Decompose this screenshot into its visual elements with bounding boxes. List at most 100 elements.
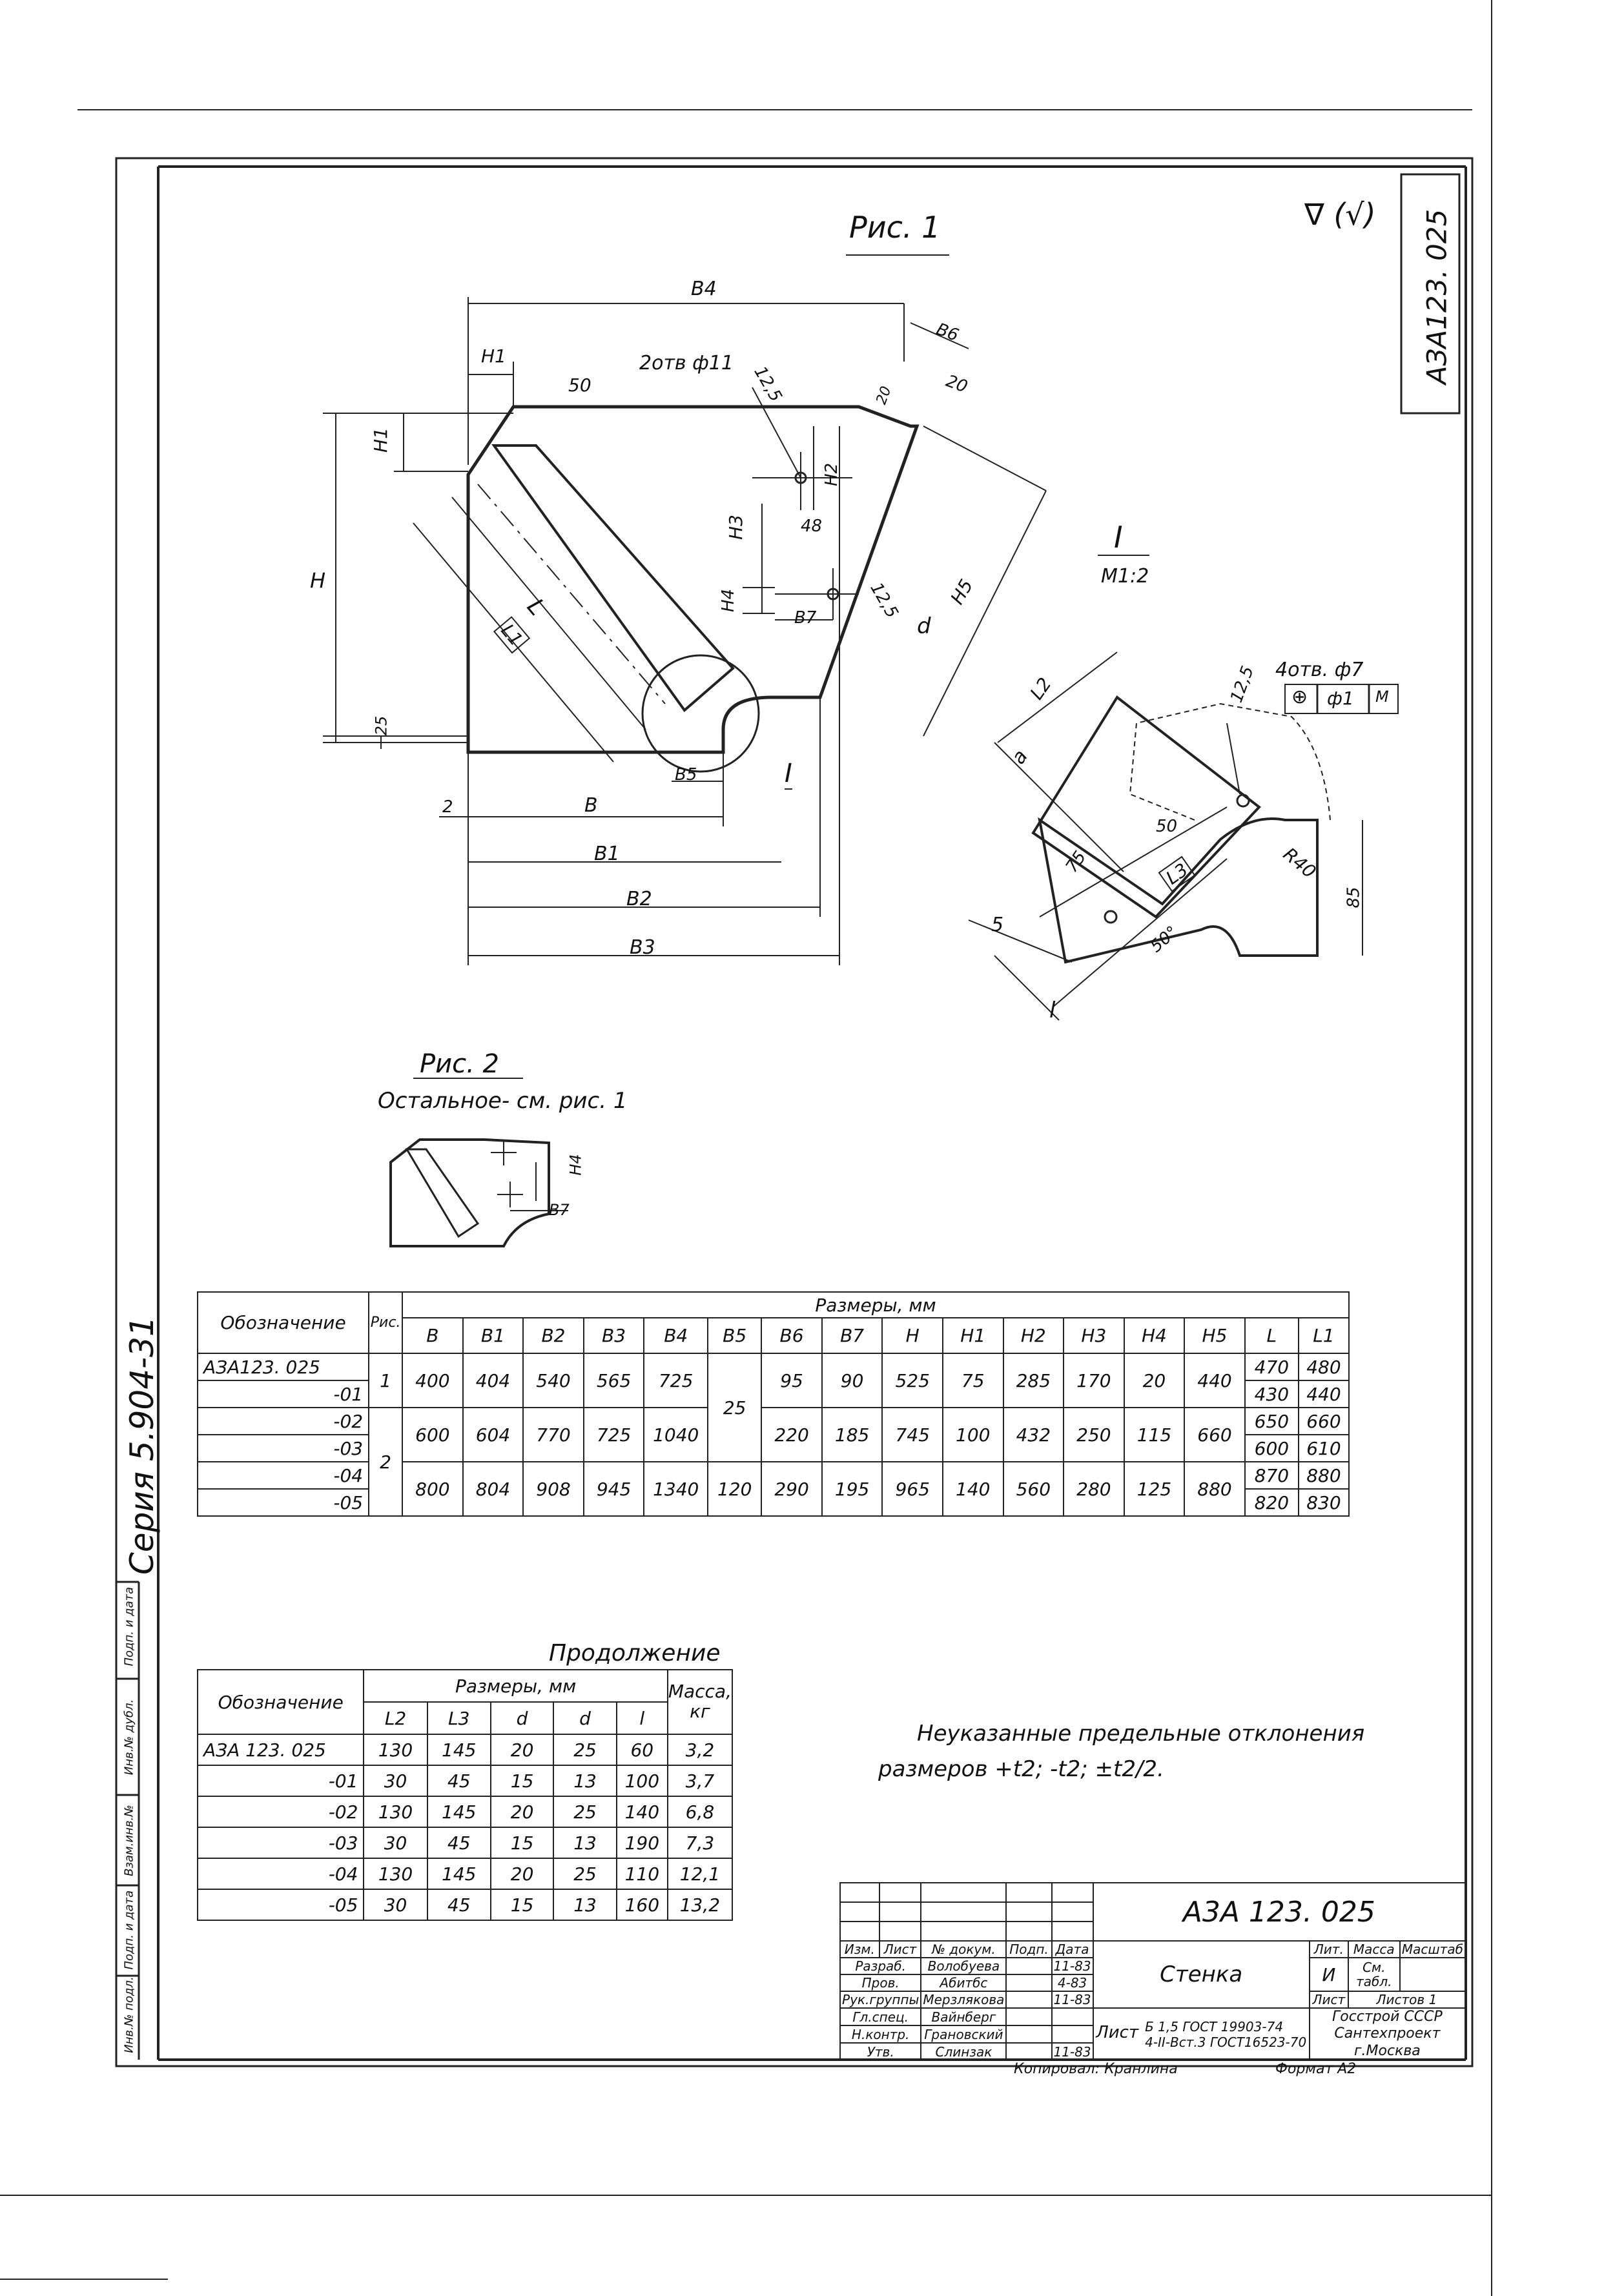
cont-value: 60 <box>615 1734 668 1766</box>
cont-value: 160 <box>615 1889 668 1921</box>
standard-1: Б 1,5 ГОСТ 19903-74 <box>1145 2018 1284 2035</box>
cont-value: 25 <box>553 1858 617 1890</box>
col-head: Н <box>881 1317 943 1354</box>
role-head: Дата <box>1051 1940 1094 1958</box>
cont-col-head: l <box>615 1701 668 1735</box>
cont-mass: 3,2 <box>666 1734 734 1766</box>
cont-value: 145 <box>426 1734 491 1766</box>
sheet-label: Лист <box>1308 1991 1349 2009</box>
role-head: Лист <box>878 1940 922 1958</box>
designation: -04 <box>196 1461 370 1490</box>
col-head: Н5 <box>1184 1317 1246 1354</box>
cont-designation: -02 <box>196 1796 365 1828</box>
cont-mass: 3,7 <box>666 1765 734 1797</box>
designation: АЗА123. 025 <box>196 1353 370 1381</box>
col-head: В6 <box>761 1317 823 1354</box>
strip-label-4: Инв.№ дубл. <box>122 1699 136 1776</box>
value-L1: 440 <box>1297 1380 1350 1408</box>
tolerance-m: М <box>1375 688 1389 706</box>
cont-value: 20 <box>489 1734 555 1766</box>
paper-format: Формат А2 <box>1275 2061 1357 2077</box>
cont-mass: 6,8 <box>666 1796 734 1828</box>
person: Слинзак <box>920 2042 1007 2062</box>
value: 560 <box>1002 1461 1065 1517</box>
value: 140 <box>941 1461 1004 1517</box>
dim-2: 2 <box>442 797 453 817</box>
cont-designation: -01 <box>196 1765 365 1797</box>
detail-scale: М1:2 <box>1101 565 1149 588</box>
value: 440 <box>1184 1353 1246 1408</box>
role-head: № докум. <box>920 1940 1007 1958</box>
value: 90 <box>821 1353 883 1408</box>
tolerance-position-icon: ⊕ <box>1291 686 1308 708</box>
dim-H4: Н4 <box>719 588 739 613</box>
date: 11-83 <box>1051 1957 1094 1975</box>
value-L: 600 <box>1244 1434 1299 1462</box>
dim-H1-side: Н1 <box>369 427 391 453</box>
sheet-word: Лист <box>1096 2023 1139 2043</box>
person: Абитбс <box>920 1974 1007 1992</box>
cont-value: 130 <box>363 1858 428 1890</box>
value-L1: 830 <box>1297 1488 1350 1517</box>
standard-2: 4-II-Вст.3 ГОСТ16523-70 <box>1145 2034 1307 2050</box>
value: 880 <box>1184 1461 1246 1517</box>
dim-H2: Н2 <box>822 462 842 487</box>
value: 220 <box>761 1407 823 1462</box>
dim-B3: В3 <box>630 936 655 959</box>
detail-holes: 4отв. ф7 <box>1275 659 1364 681</box>
detail-dim-5: 5 <box>991 914 1004 936</box>
fig2-note: Остальное- см. рис. 1 <box>378 1088 628 1114</box>
strip-label-1: Инв.№ подл. <box>122 1976 136 2053</box>
cont-value: 130 <box>363 1734 428 1766</box>
org-line-3: г.Москва <box>1353 2042 1421 2059</box>
value: 725 <box>643 1353 709 1408</box>
cont-value: 45 <box>426 1827 491 1859</box>
signature <box>1005 1974 1053 1992</box>
value: 1040 <box>643 1407 709 1462</box>
dim-B4: В4 <box>691 278 717 300</box>
cont-value: 30 <box>363 1827 428 1859</box>
strip-label-5: Подп. и дата <box>122 1586 136 1666</box>
lit-head: Лит. <box>1308 1940 1349 1958</box>
value: 185 <box>821 1407 883 1462</box>
dim-H: Н <box>310 568 326 593</box>
col-head: L1 <box>1297 1317 1350 1354</box>
cont-mass: 7,3 <box>666 1827 734 1859</box>
col-head: В3 <box>582 1317 645 1354</box>
cont-value: 20 <box>489 1858 555 1890</box>
role-head: Подп. <box>1005 1940 1053 1958</box>
value-L1: 610 <box>1297 1434 1350 1462</box>
value: 660 <box>1184 1407 1246 1462</box>
col-head: L <box>1244 1317 1299 1354</box>
col-head-designation: Обозначение <box>196 1291 370 1354</box>
value: 125 <box>1123 1461 1186 1517</box>
role: Н.контр. <box>839 2025 922 2044</box>
date <box>1051 2025 1094 2044</box>
tolerance-note-line2: размеров +t2; -t2; ±t2/2. <box>878 1756 1164 1782</box>
cont-col-head: L3 <box>426 1701 491 1735</box>
signature <box>1005 1957 1053 1975</box>
copied-by: Копировал: Кранлина <box>1014 2061 1178 2077</box>
node-I-marker: I <box>785 759 792 790</box>
value: 95 <box>761 1353 823 1408</box>
cont-mass: 12,1 <box>666 1858 734 1890</box>
strip-label-2: Подп. и дата <box>122 1890 136 1970</box>
designation: -05 <box>196 1488 370 1517</box>
cont-value: 30 <box>363 1765 428 1797</box>
material-spec: Лист Б 1,5 ГОСТ 19903-74 4-II-Вст.3 ГОСТ… <box>1092 2007 1310 2062</box>
value: 75 <box>941 1353 1004 1408</box>
cont-value: 110 <box>615 1858 668 1890</box>
value: 525 <box>881 1353 943 1408</box>
fig2-H4: Н4 <box>566 1154 585 1176</box>
cont-value: 20 <box>489 1796 555 1828</box>
scale-head: Масштаб <box>1399 1940 1466 1958</box>
value: 432 <box>1002 1407 1065 1462</box>
value: 600 <box>402 1407 464 1462</box>
part-name: Стенка <box>1092 1940 1310 2009</box>
value-L: 820 <box>1244 1488 1299 1517</box>
fig-number: 2 <box>368 1407 404 1517</box>
detail-l: l <box>1049 998 1056 1023</box>
date: 4-83 <box>1051 1974 1094 1992</box>
role: Утв. <box>839 2042 922 2062</box>
org-line-2: Сантехпроект <box>1334 2025 1441 2042</box>
